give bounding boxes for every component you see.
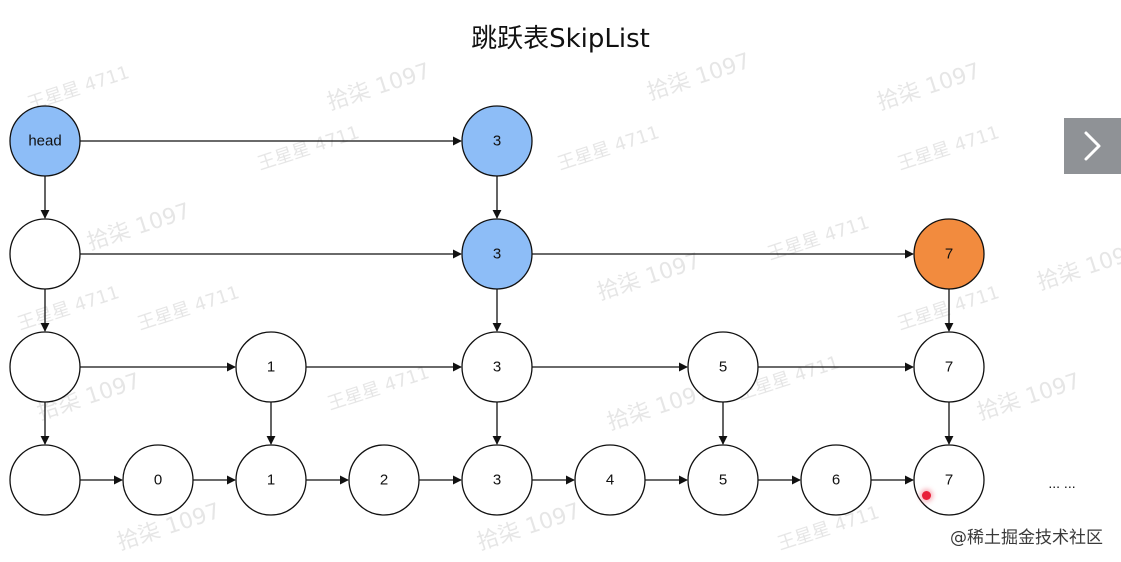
chevron-right-icon bbox=[1084, 131, 1100, 161]
node-circle bbox=[235, 331, 307, 403]
node-label: 7 bbox=[945, 246, 953, 263]
watermark-text: 拾柒 1097 bbox=[1034, 239, 1121, 296]
node-level-0-blank bbox=[9, 444, 81, 516]
node-level-3-3: 3 bbox=[461, 105, 533, 177]
diagram-title: 跳跃表SkipList bbox=[471, 24, 650, 54]
node-circle bbox=[9, 218, 81, 290]
node-label: 4 bbox=[606, 472, 614, 489]
node-circle bbox=[461, 444, 533, 516]
node-level-2-3: 3 bbox=[461, 218, 533, 290]
node-circle bbox=[687, 331, 759, 403]
node-level-1-1: 1 bbox=[235, 331, 307, 403]
watermark-text: 拾柒 1097 bbox=[974, 369, 1083, 426]
node-label: 3 bbox=[493, 133, 501, 150]
next-button[interactable] bbox=[1064, 118, 1121, 174]
node-circle bbox=[800, 444, 872, 516]
node-level-0-4: 4 bbox=[574, 444, 646, 516]
node-layer: ... ...head337135701234567N bbox=[9, 105, 1076, 516]
watermark-text: 拾柒 1097 bbox=[594, 249, 703, 306]
node-circle bbox=[235, 444, 307, 516]
node-label: 3 bbox=[493, 472, 501, 489]
ellipsis-label: ... ... bbox=[1048, 475, 1075, 491]
edge-layer bbox=[40, 136, 954, 485]
watermark-text: 王星星 4711 bbox=[15, 282, 122, 335]
watermark-text: 王星星 4711 bbox=[765, 212, 872, 265]
watermark-text: 拾柒 1097 bbox=[644, 49, 753, 106]
node-circle bbox=[9, 105, 81, 177]
node-circle bbox=[9, 331, 81, 403]
node-circle bbox=[122, 444, 194, 516]
node-circle bbox=[461, 105, 533, 177]
node-level-0-1: 1 bbox=[235, 444, 307, 516]
node-level-0-0: 0 bbox=[122, 444, 194, 516]
source-credit: @稀土掘金技术社区 bbox=[950, 528, 1103, 548]
node-level-0-6: 6 bbox=[800, 444, 872, 516]
node-label: 6 bbox=[832, 472, 840, 489]
watermark-text: 王星星 4711 bbox=[555, 122, 662, 175]
node-label: 3 bbox=[493, 246, 501, 263]
node-circle bbox=[461, 331, 533, 403]
node-label: 0 bbox=[154, 472, 162, 489]
node-level-3-head: head bbox=[9, 105, 81, 177]
watermark-text: 拾柒 1097 bbox=[84, 199, 193, 256]
node-circle bbox=[348, 444, 420, 516]
node-label: 2 bbox=[380, 472, 388, 489]
node-level-0-7: 7 bbox=[913, 444, 985, 516]
node-circle bbox=[9, 444, 81, 516]
node-level-1-blank bbox=[9, 331, 81, 403]
node-circle bbox=[913, 444, 985, 516]
watermark-text: 拾柒 1097 bbox=[324, 59, 433, 116]
node-level-0-3: 3 bbox=[461, 444, 533, 516]
node-label: 7 bbox=[945, 359, 953, 376]
node-level-0-5: 5 bbox=[687, 444, 759, 516]
node-level-1-3: 3 bbox=[461, 331, 533, 403]
node-circle bbox=[574, 444, 646, 516]
node-circle bbox=[687, 444, 759, 516]
watermark-text: 拾柒 1097 bbox=[874, 59, 983, 116]
node-level-2-blank bbox=[9, 218, 81, 290]
node-label: 1 bbox=[267, 359, 275, 376]
node-label: 5 bbox=[719, 472, 727, 489]
watermark-text: 王星星 4711 bbox=[325, 362, 432, 415]
watermark-text: 王星星 4711 bbox=[895, 122, 1002, 175]
node-label: 5 bbox=[719, 359, 727, 376]
node-level-0-2: 2 bbox=[348, 444, 420, 516]
cursor-dot bbox=[922, 491, 931, 500]
node-level-2-7: 7 bbox=[913, 218, 985, 290]
watermark-text: 王星星 4711 bbox=[135, 282, 242, 335]
node-label: 1 bbox=[267, 472, 275, 489]
node-level-1-5: 5 bbox=[687, 331, 759, 403]
node-label: head bbox=[28, 133, 61, 150]
node-circle bbox=[461, 218, 533, 290]
node-label: 7 bbox=[945, 472, 953, 489]
node-circle bbox=[913, 331, 985, 403]
node-label: 3 bbox=[493, 359, 501, 376]
watermark-text: 王星星 4711 bbox=[255, 122, 362, 175]
node-circle bbox=[913, 218, 985, 290]
node-level-1-7: 7 bbox=[913, 331, 985, 403]
